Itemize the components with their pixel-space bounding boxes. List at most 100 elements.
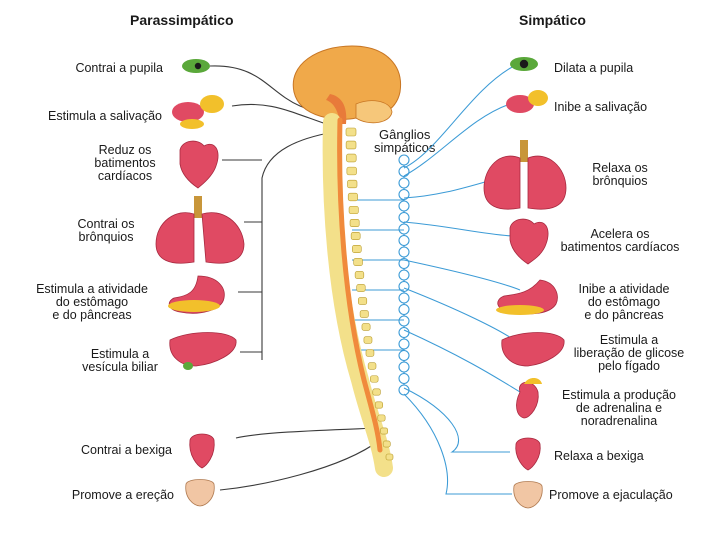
symp-label-adrenal: Estimula a produção de adrenalina e nora… (550, 389, 688, 428)
lungs-icon (155, 196, 245, 264)
salivary-gland-yellow (200, 95, 224, 113)
genital-icon-right (513, 481, 543, 509)
stomach-icon (496, 279, 558, 315)
para-label-gallbladder: Estimula a vesícula biliar (70, 348, 170, 374)
salivary-gland-red (506, 95, 534, 113)
para-label-stomach: Estimula a atividade do estômago e do pâ… (22, 283, 162, 322)
vertebra (345, 140, 357, 150)
parasympathetic-header: Parassimpático (130, 12, 234, 28)
spinal-cord (337, 117, 383, 453)
para-label-pupil: Contrai a pupila (75, 62, 163, 75)
para-label-line: Promove a ereção (71, 488, 174, 502)
ganglion (398, 211, 410, 224)
eye-icon-pupil (519, 59, 529, 69)
sympathetic-header: Simpático (519, 12, 586, 28)
vertebra (358, 297, 368, 305)
symp-nerve-lungs (403, 179, 493, 199)
vertebrae (345, 127, 394, 461)
lungs-icon-right (201, 212, 245, 264)
para-label-line: vesícula biliar (82, 360, 158, 374)
vertebra (370, 375, 379, 383)
para-label-line: Estimula a atividade (36, 282, 148, 296)
vertebra (350, 232, 361, 240)
para-label-line: e do pâncreas (52, 308, 132, 322)
vertebra (385, 453, 394, 461)
liver-icon (501, 332, 565, 367)
eye-icon-pupil (194, 62, 202, 70)
heart-icon (179, 140, 219, 189)
para-nerve-salivation (231, 103, 333, 127)
symp-label-line: Relaxa a bexiga (554, 449, 644, 463)
salivary-gland-small (180, 119, 204, 129)
para-label-line: do estômago (55, 295, 129, 309)
sympathetic-nerves (352, 65, 521, 495)
liver-icon-body (501, 332, 565, 367)
parasympathetic-nerves (209, 65, 381, 491)
stomach-icon (168, 275, 225, 314)
eye-icon (182, 59, 210, 73)
ganglion (398, 349, 410, 362)
para-label-line: brônquios (78, 230, 134, 244)
para-label-line: Contrai a bexiga (80, 443, 172, 457)
sympathetic-ganglia (398, 154, 410, 396)
para-label-heart: Reduz os batimentos cardíacos (80, 144, 170, 183)
vertebra (359, 310, 369, 318)
symp-nerve-heart (403, 221, 513, 237)
heart-icon-body (509, 218, 549, 265)
ganglion (398, 315, 410, 327)
pancreas-icon (168, 300, 220, 312)
symp-nerve-stomach (403, 259, 521, 291)
heart-icon (509, 218, 549, 265)
symp-label-line: Promove a ejaculação (549, 488, 673, 502)
ganglia-label-line-1: Gânglios (379, 127, 431, 142)
ganglia-label: Gânglios simpáticos (374, 128, 435, 154)
vertebra (361, 323, 371, 331)
genital-icon-right-body (513, 481, 543, 509)
symp-label-line: batimentos cardíacos (560, 240, 680, 254)
symp-nerve-pupil (403, 65, 515, 169)
adrenal-kidney-icon (516, 378, 542, 419)
kidney-icon (516, 381, 539, 419)
spinal-column (322, 113, 394, 477)
vertebra (348, 205, 359, 215)
genital-icon-left (185, 479, 215, 507)
symp-label-line: Acelera os (590, 227, 650, 241)
vertebra (356, 284, 366, 292)
ganglion (398, 269, 410, 281)
sympathetic-chain (398, 154, 410, 396)
vertebra (347, 192, 358, 202)
para-label-line: Contrai a pupila (75, 61, 163, 75)
heart-icon-body (179, 140, 219, 189)
symp-label-salivation: Inibe a salivação (554, 101, 647, 114)
symp-label-line: Inibe a atividade (578, 282, 670, 296)
lungs-icon-right (527, 155, 567, 210)
right-organs (483, 57, 567, 509)
symp-nerve-rami (352, 199, 404, 351)
symp-label-line: de adrenalina e (575, 401, 663, 415)
para-nerve-genital (219, 439, 381, 491)
brain (292, 45, 402, 124)
bladder-icon (189, 433, 215, 469)
bladder-icon-body (189, 433, 215, 469)
para-label-salivation: Estimula a salivação (48, 110, 162, 123)
salivary-gland-icon (506, 90, 548, 113)
ganglion (398, 234, 410, 247)
symp-label-line: Inibe a salivação (554, 100, 648, 114)
ganglion (398, 326, 410, 339)
symp-label-bronchi: Relaxa os brônquios (582, 162, 658, 188)
salivary-gland-icon (172, 95, 224, 129)
lungs-icon-trachea (520, 140, 528, 162)
vertebra (363, 336, 373, 344)
ganglion (398, 246, 410, 258)
symp-label-stomach: Inibe a atividade do estômago e do pâncr… (564, 283, 684, 322)
para-label-line: cardíacos (97, 169, 153, 183)
vertebra (352, 245, 362, 253)
adrenal-gland-icon (524, 378, 542, 384)
symp-label-heart: Acelera os batimentos cardíacos (552, 228, 688, 254)
para-label-bronchi: Contrai os brônquios (64, 218, 148, 244)
symp-label-liver: Estimula a liberação de glicose pelo fíg… (566, 334, 692, 373)
para-label-line: Estimula a salivação (48, 109, 162, 123)
symp-label-line: do estômago (587, 295, 661, 309)
symp-nerve-ejaculation (403, 393, 512, 495)
